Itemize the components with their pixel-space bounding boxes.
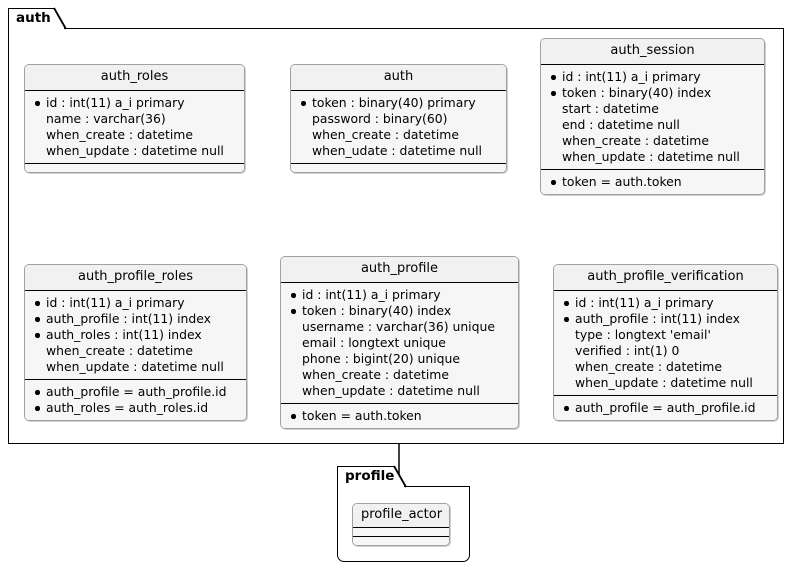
attribute-row: username : varchar(36) unique bbox=[302, 319, 495, 334]
entity-auth_profile_roles[interactable]: auth_profile_roles id : int(11) a_i prim… bbox=[24, 264, 247, 421]
attribute-row: when_create : datetime bbox=[575, 359, 722, 374]
attribute-row: when_create : datetime bbox=[302, 367, 449, 382]
entity-auth_profile_verification-relations: auth_profile = auth_profile.id bbox=[554, 396, 777, 420]
package-auth-label: auth bbox=[16, 10, 51, 26]
attribute-row: verified : int(1) 0 bbox=[575, 343, 680, 358]
entity-auth_profile-attributes: id : int(11) a_i primary token : binary(… bbox=[281, 283, 518, 404]
attribute-row: when_update : datetime null bbox=[575, 375, 753, 390]
entity-auth-relations bbox=[291, 164, 506, 172]
attribute-row: when_update : datetime null bbox=[562, 149, 740, 164]
relation-row: token = auth.token bbox=[548, 174, 757, 190]
relation-row: auth_profile = auth_profile.id bbox=[32, 384, 239, 400]
entity-auth-title: auth bbox=[291, 65, 506, 91]
entity-auth_roles-title: auth_roles bbox=[25, 65, 244, 91]
attribute-row: type : longtext 'email' bbox=[575, 327, 711, 342]
entity-auth-attributes: token : binary(40) primary password : bi… bbox=[291, 91, 506, 164]
attribute-row: auth_profile : int(11) index bbox=[32, 311, 239, 327]
entity-auth_profile-title: auth_profile bbox=[281, 257, 518, 283]
attribute-row: id : int(11) a_i primary bbox=[548, 69, 757, 85]
attribute-row: when_update : datetime null bbox=[46, 143, 224, 158]
attribute-row: auth_roles : int(11) index bbox=[32, 327, 239, 343]
package-profile-label: profile bbox=[345, 468, 395, 484]
relation-row: token = auth.token bbox=[288, 408, 511, 424]
entity-auth_profile_verification-title: auth_profile_verification bbox=[554, 265, 777, 291]
relation-row: auth_roles = auth_roles.id bbox=[32, 400, 239, 416]
entity-auth_profile-relations: token = auth.token bbox=[281, 404, 518, 428]
attribute-row: password : binary(60) bbox=[312, 111, 448, 126]
relation-row: auth_profile = auth_profile.id bbox=[561, 400, 770, 416]
attribute-row: when_update : datetime null bbox=[302, 383, 480, 398]
attribute-row: when_create : datetime bbox=[46, 127, 193, 142]
attribute-row: token : binary(40) index bbox=[548, 85, 757, 101]
attribute-row: start : datetime bbox=[562, 101, 659, 116]
attribute-row: phone : bigint(20) unique bbox=[302, 351, 461, 366]
attribute-row: when_udate : datetime null bbox=[312, 143, 482, 158]
package-auth-tab-slant bbox=[53, 7, 67, 30]
entity-auth_session-title: auth_session bbox=[541, 39, 764, 65]
entity-auth_session-attributes: id : int(11) a_i primary token : binary(… bbox=[541, 65, 764, 170]
entity-auth_profile[interactable]: auth_profile id : int(11) a_i primary to… bbox=[280, 256, 519, 429]
attribute-row: auth_profile : int(11) index bbox=[561, 311, 770, 327]
attribute-row: when_create : datetime bbox=[46, 343, 193, 358]
entity-profile_actor[interactable]: profile_actor bbox=[352, 503, 450, 546]
attribute-row: id : int(11) a_i primary bbox=[32, 95, 237, 111]
entity-auth_roles[interactable]: auth_roles id : int(11) a_i primary name… bbox=[24, 64, 245, 173]
entity-auth_profile_roles-attributes: id : int(11) a_i primary auth_profile : … bbox=[25, 291, 246, 380]
entity-profile_actor-title: profile_actor bbox=[353, 504, 449, 528]
entity-auth[interactable]: auth token : binary(40) primary password… bbox=[290, 64, 507, 173]
attribute-row: token : binary(40) primary bbox=[298, 95, 499, 111]
attribute-row: end : datetime null bbox=[562, 117, 680, 132]
attribute-row: name : varchar(36) bbox=[46, 111, 166, 126]
attribute-row: when_create : datetime bbox=[312, 127, 459, 142]
attribute-row: email : longtext unique bbox=[302, 335, 446, 350]
package-profile-tab-slant bbox=[393, 465, 407, 488]
entity-auth_profile_roles-relations: auth_profile = auth_profile.id auth_role… bbox=[25, 380, 246, 420]
entity-auth_roles-attributes: id : int(11) a_i primary name : varchar(… bbox=[25, 91, 244, 164]
entity-profile_actor-attributes bbox=[353, 528, 449, 537]
attribute-row: when_create : datetime bbox=[562, 133, 709, 148]
entity-auth_session-relations: token = auth.token bbox=[541, 170, 764, 194]
entity-auth_session[interactable]: auth_session id : int(11) a_i primary to… bbox=[540, 38, 765, 195]
entity-auth_roles-relations bbox=[25, 164, 244, 172]
entity-auth_profile_verification-attributes: id : int(11) a_i primary auth_profile : … bbox=[554, 291, 777, 396]
attribute-row: token : binary(40) index bbox=[288, 303, 511, 319]
package-auth-tab: auth bbox=[8, 8, 65, 29]
entity-auth_profile_verification[interactable]: auth_profile_verification id : int(11) a… bbox=[553, 264, 778, 421]
attribute-row: id : int(11) a_i primary bbox=[32, 295, 239, 311]
package-profile-tab: profile bbox=[337, 466, 405, 487]
attribute-row: id : int(11) a_i primary bbox=[288, 287, 511, 303]
attribute-row: id : int(11) a_i primary bbox=[561, 295, 770, 311]
attribute-row: when_update : datetime null bbox=[46, 359, 224, 374]
entity-auth_profile_roles-title: auth_profile_roles bbox=[25, 265, 246, 291]
entity-profile_actor-relations bbox=[353, 537, 449, 545]
